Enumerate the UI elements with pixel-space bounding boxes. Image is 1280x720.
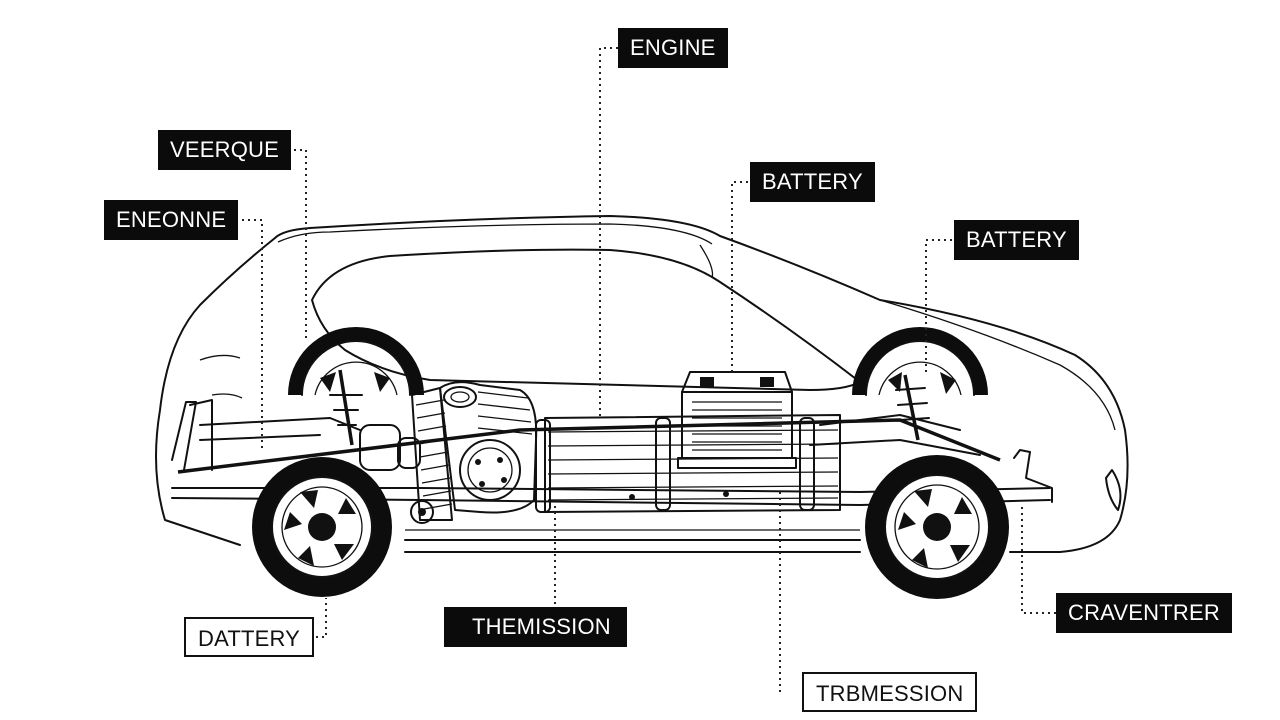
callout-engine: ENGINE (618, 28, 728, 68)
callout-battery-mid: BATTERY (750, 162, 875, 202)
rear-wheel (252, 457, 392, 597)
leader-lines (242, 47, 1056, 692)
callout-themission: THEMISSION (444, 607, 627, 647)
callout-veerque: VEERQUE (158, 130, 291, 170)
front-wheel-upper (852, 327, 988, 396)
callout-battery-right: BATTERY (954, 220, 1079, 260)
car-body (155, 215, 1129, 553)
callout-craventrer: CRAVENTRER (1056, 593, 1232, 633)
callout-eneonne: ENEONNE (104, 200, 239, 240)
battery-box (677, 371, 797, 469)
engine-block (359, 381, 538, 524)
rear-wheel-upper (288, 327, 424, 396)
front-wheel (865, 455, 1009, 599)
callout-dattery: DATTERY (184, 617, 315, 657)
callout-trbmession: TRBMESSION (802, 672, 978, 712)
